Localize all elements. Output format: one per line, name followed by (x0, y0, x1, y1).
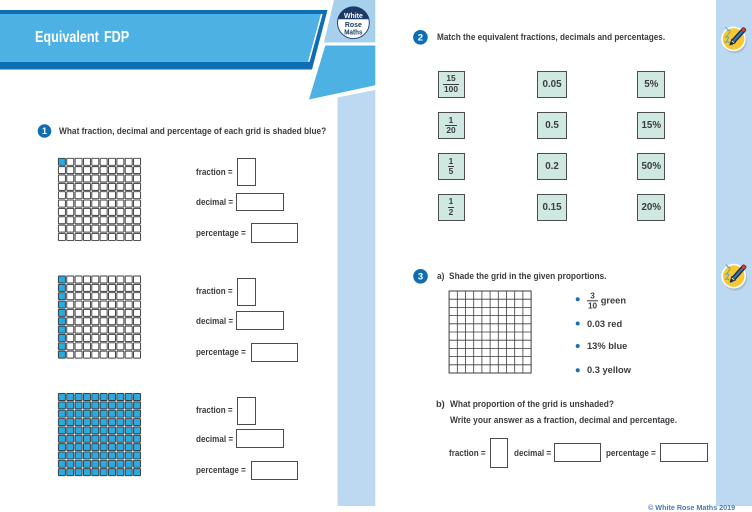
svg-text:3: 3 (418, 272, 423, 283)
svg-text:2: 2 (418, 33, 423, 44)
svg-text:1: 1 (42, 126, 47, 136)
svg-text:White: White (344, 10, 363, 19)
svg-text:Maths: Maths (344, 29, 362, 37)
svg-text:Rose: Rose (345, 20, 362, 29)
